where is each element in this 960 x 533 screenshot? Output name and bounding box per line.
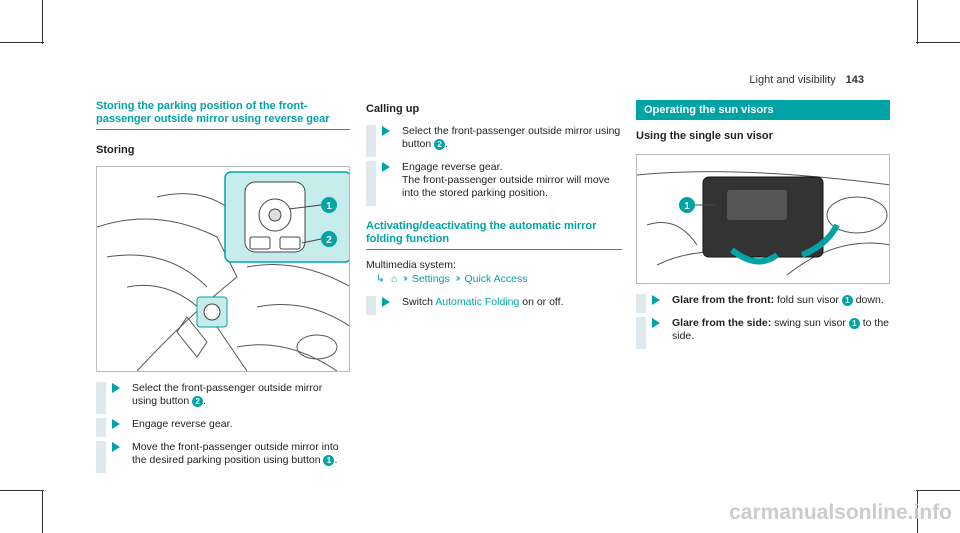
home-icon: ⌂ bbox=[390, 273, 398, 285]
step-item: Engage reverse gear. The front-passenger… bbox=[366, 161, 622, 206]
crop-mark bbox=[916, 42, 960, 43]
arrow-icon bbox=[382, 126, 390, 136]
arrow-icon bbox=[652, 295, 660, 305]
column-middle: Calling up Select the front-passenger ou… bbox=[366, 100, 622, 315]
crop-mark bbox=[916, 490, 960, 491]
crop-mark bbox=[0, 42, 44, 43]
step-item: Glare from the front: fold sun visor 1 d… bbox=[636, 294, 890, 313]
step-item: Move the front-passenger outside mirror … bbox=[96, 441, 350, 473]
section-heading: Storing the parking position of the fron… bbox=[96, 100, 350, 130]
door-panel-illustration: 1 2 bbox=[97, 171, 349, 371]
automatic-folding-link: Automatic Folding bbox=[435, 296, 520, 308]
arrow-icon bbox=[112, 442, 120, 452]
menu-instruction: Multimedia system: ↳ ⌂ ›› Settings ›› Qu… bbox=[366, 258, 622, 286]
callout-1-icon: 1 bbox=[841, 294, 853, 306]
callout-2-icon: 2 bbox=[434, 138, 446, 150]
chevron-icon: ›› bbox=[455, 273, 460, 284]
step-item: Select the front-passenger outside mirro… bbox=[96, 382, 350, 414]
subheading-single-sun-visor: Using the single sun visor bbox=[636, 130, 773, 142]
subheading-storing: Storing bbox=[96, 144, 135, 156]
callout-2: 2 bbox=[326, 235, 332, 246]
subheading-calling-up: Calling up bbox=[366, 103, 420, 115]
arrow-icon bbox=[382, 297, 390, 307]
menu-quick-access: Quick Access bbox=[464, 273, 528, 285]
sun-visor-illustration: 1 bbox=[637, 171, 889, 276]
arrow-icon bbox=[112, 419, 120, 429]
menu-path: ↳ ⌂ ›› Settings ›› Quick Access bbox=[366, 272, 622, 286]
chevron-icon: ›› bbox=[403, 273, 407, 284]
page-number: 143 bbox=[845, 74, 864, 86]
crop-mark bbox=[0, 490, 44, 491]
callout-1-icon: 1 bbox=[323, 454, 335, 466]
menu-settings: Settings bbox=[411, 273, 450, 285]
callout-1-icon: 1 bbox=[848, 317, 860, 329]
section-bar: Operating the sun visors bbox=[636, 100, 890, 120]
arrow-icon bbox=[112, 383, 120, 393]
column-left: Storing the parking position of the fron… bbox=[96, 100, 350, 473]
page-header: Light and visibility 143 bbox=[749, 74, 864, 86]
arrow-icon bbox=[382, 162, 390, 172]
arrow-icon bbox=[652, 318, 660, 328]
section-heading: Activating/deactivating the automatic mi… bbox=[366, 220, 622, 250]
step-item: Glare from the side: swing sun visor 1 t… bbox=[636, 317, 890, 349]
crop-mark bbox=[42, 0, 43, 44]
step-item: Select the front-passenger outside mirro… bbox=[366, 125, 622, 157]
mirror-control-figure: 1 2 bbox=[96, 166, 350, 372]
crop-mark bbox=[917, 490, 918, 533]
section-title: Light and visibility bbox=[749, 74, 836, 86]
crop-mark bbox=[42, 490, 43, 533]
callout-2-icon: 2 bbox=[192, 395, 204, 407]
return-arrow-icon: ↳ bbox=[376, 273, 385, 285]
callout-1: 1 bbox=[684, 201, 690, 212]
step-item: Switch Automatic Folding on or off. bbox=[366, 296, 622, 315]
callout-1: 1 bbox=[326, 201, 332, 212]
column-right: Operating the sun visors Using the singl… bbox=[636, 100, 890, 349]
watermark: carmanualsonline.info bbox=[729, 501, 952, 524]
crop-mark bbox=[917, 0, 918, 44]
sun-visor-figure: 1 bbox=[636, 154, 890, 284]
step-item: Engage reverse gear. bbox=[96, 418, 350, 437]
